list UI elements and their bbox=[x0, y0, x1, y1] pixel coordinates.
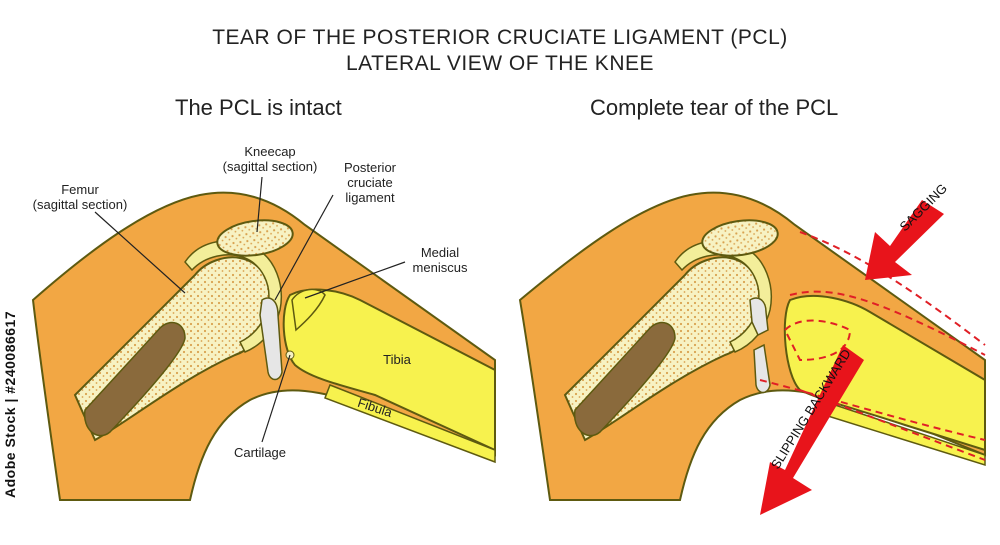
label-femur: Femur (sagittal section) bbox=[25, 182, 135, 212]
label-pcl-line3: ligament bbox=[345, 190, 395, 205]
sagging-arrow: SAGGING bbox=[865, 181, 950, 280]
diagram-title-line1: TEAR OF THE POSTERIOR CRUCIATE LIGAMENT … bbox=[212, 26, 788, 49]
label-kneecap: Kneecap (sagittal section) bbox=[215, 144, 325, 174]
stock-watermark: Adobe Stock | #240086617 bbox=[2, 310, 18, 498]
label-femur-line1: Femur bbox=[61, 182, 99, 197]
label-meniscus: Medial meniscus bbox=[400, 245, 480, 275]
right-tibia bbox=[783, 294, 986, 452]
left-leader-lines bbox=[94, 176, 406, 443]
left-knee bbox=[31, 176, 496, 501]
right-kneecap bbox=[701, 219, 779, 257]
label-meniscus-line2: meniscus bbox=[412, 260, 468, 275]
left-fibula bbox=[324, 384, 496, 464]
left-panel-subtitle: The PCL is intact bbox=[175, 95, 342, 120]
right-medulla bbox=[573, 321, 676, 437]
label-kneecap-line1: Kneecap bbox=[244, 144, 296, 159]
left-kneecap bbox=[216, 219, 294, 257]
label-femur-line2: (sagittal section) bbox=[32, 197, 128, 212]
label-kneecap-line2: (sagittal section) bbox=[222, 159, 318, 174]
label-pcl-line2: cruciate bbox=[347, 175, 393, 190]
label-tibia: Tibia bbox=[383, 352, 411, 367]
right-pcl-upper bbox=[749, 297, 769, 337]
left-pcl bbox=[259, 297, 283, 381]
left-medulla bbox=[83, 321, 186, 437]
right-knee: SAGGING SLIPPING BACKWARD bbox=[518, 181, 986, 515]
label-meniscus-line1: Medial bbox=[420, 245, 460, 260]
left-tibia bbox=[282, 288, 496, 452]
label-cartilage: Cartilage bbox=[233, 445, 287, 460]
right-panel-subtitle: Complete tear of the PCL bbox=[590, 95, 839, 120]
label-pcl-line1: Posterior bbox=[343, 160, 397, 175]
left-meniscus bbox=[291, 288, 326, 332]
diagram-title-line2: LATERAL VIEW OF THE KNEE bbox=[345, 52, 654, 75]
label-pcl: Posterior cruciate ligament bbox=[325, 160, 415, 205]
